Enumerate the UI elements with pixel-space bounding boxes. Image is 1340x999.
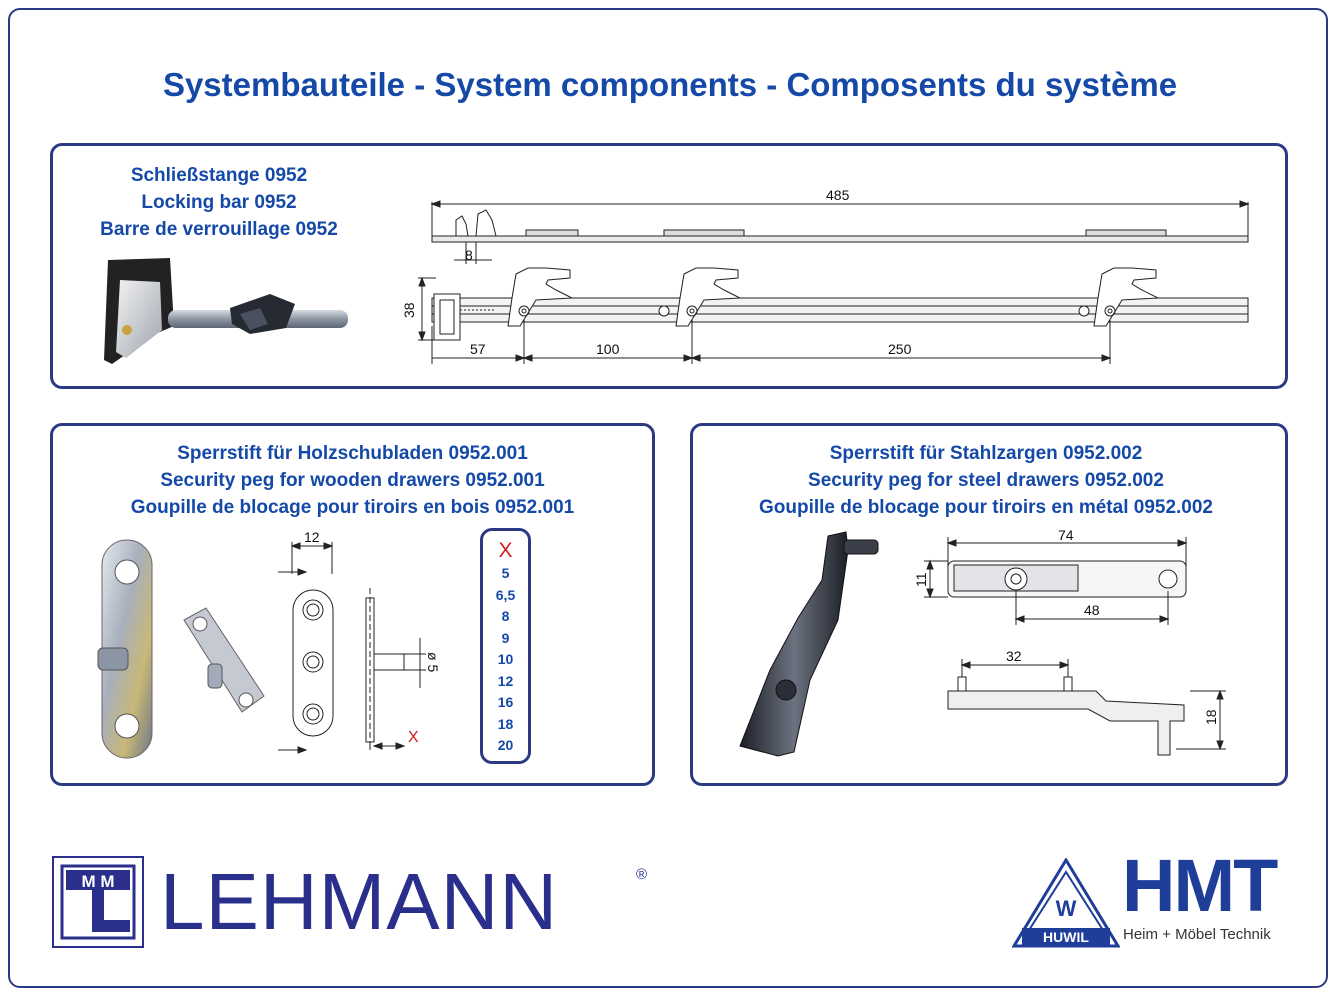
dim-48: 48 [1084,602,1100,618]
x-value: 10 [497,651,514,667]
steel-peg-drawing: 74 11 48 32 18 [913,527,1226,756]
dim-32: 32 [1006,648,1022,664]
locking-bar-panel [50,143,1288,389]
locking-bar-heading: Schließstange 0952 Locking bar 0952 Barr… [64,162,374,243]
lehmann-logo-mark: M M [52,856,144,948]
page-title: Systembauteile - System components - Com… [162,66,1178,103]
steel-peg-heading: Sperrstift für Stahlzargen 0952.002 Secu… [700,440,1272,521]
locking-bar-title-fr: Barre de verrouillage 0952 [100,219,338,240]
huwil-label: HUWIL [1043,929,1089,945]
dim-width-12: 12 [304,529,320,545]
locking-bar-title-en: Locking bar 0952 [141,192,297,213]
dim-height: 38 [401,302,417,318]
hmt-wordmark: HMT [1122,844,1278,927]
x-value: 16 [497,694,514,710]
dim-x-mark: X [408,729,419,746]
dim-57: 57 [470,341,486,357]
dim-11: 11 [913,572,929,587]
x-value: 20 [497,737,514,753]
steel-peg-title-de: Sperrstift für Stahlzargen 0952.002 [829,443,1143,464]
wooden-peg-title-de: Sperrstift für Holzschubladen 0952.001 [177,443,528,464]
wooden-peg-photo [97,539,265,759]
wooden-peg-title-en: Security peg for wooden drawers 0952.001 [160,470,545,491]
x-value: 8 [501,608,510,624]
x-value: 18 [497,715,514,732]
page-frame [8,8,1328,988]
x-value: 6,5 [495,586,516,603]
huwil-logo: W HUWIL [1012,858,1120,948]
wooden-peg-drawing: 12 ø 5 X [278,529,441,754]
wooden-peg-heading: Sperrstift für Holzschubladen 0952.001 S… [60,440,645,521]
huwil-w-icon: W [1056,896,1077,921]
locking-bar-title-de: Schließstange 0952 [130,165,308,186]
x-header: X [498,539,513,562]
dim-250: 250 [888,341,912,357]
lehmann-wordmark: LEHMANN [160,857,559,946]
x-values-table: X 5 6,5 8 9 10 12 16 18 20 [480,528,531,764]
registered-mark: ® [636,866,648,883]
wooden-peg-title-fr: Goupille de blocage pour tiroirs en bois… [130,497,575,518]
locking-bar-drawing: 485 8 38 57 100 250 [401,187,1250,364]
x-value: 9 [501,629,510,646]
dim-74: 74 [1058,527,1074,543]
steel-peg-photo [739,531,879,757]
dim-total: 485 [826,187,850,203]
x-value: 5 [501,565,510,581]
steel-peg-title-fr: Goupille de blocage pour tiroirs en méta… [758,497,1214,518]
hmt-tagline: Heim + Möbel Technik [1123,926,1271,943]
dim-100: 100 [596,341,620,357]
locking-bar-photo [104,258,348,364]
steel-peg-title-en: Security peg for steel drawers 0952.002 [808,470,1164,491]
dim-small: 8 [465,247,473,263]
dim-18: 18 [1203,709,1219,725]
x-value: 12 [497,672,514,689]
lehmann-mark-letters: M M [81,872,114,891]
dim-diameter: ø 5 [425,652,441,672]
